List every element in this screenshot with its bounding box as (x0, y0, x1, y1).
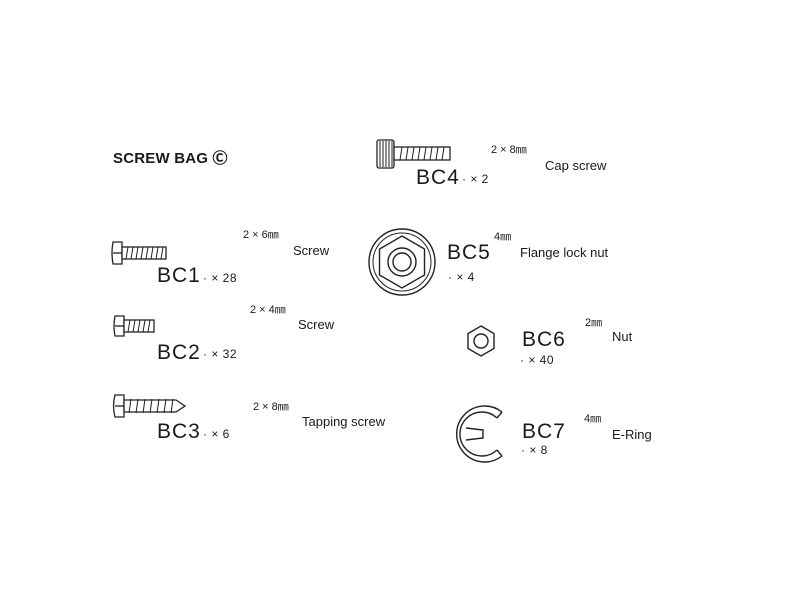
bc5-name: Flange lock nut (520, 245, 609, 260)
bc5-code: BC5 (447, 241, 491, 264)
bc1-name: Screw (293, 243, 330, 258)
flange-lock-nut-icon (368, 228, 436, 296)
bc6-name: Nut (612, 329, 633, 344)
bc4-size: 2 × 8㎜ (491, 144, 527, 156)
nut-icon (467, 325, 495, 357)
bc7-name: E-Ring (612, 427, 652, 442)
bc3-name: Tapping screw (302, 414, 386, 429)
bc1-code: BC1 (157, 264, 201, 287)
bc4-name: Cap screw (545, 158, 607, 173)
screw-6mm-icon (111, 241, 167, 265)
bc6-size: 2㎜ (585, 317, 603, 329)
bc2-size: 2 × 4㎜ (250, 304, 286, 316)
bc6-qty: · × 40 (520, 353, 555, 367)
bc7-code: BC7 (522, 420, 566, 443)
tapping-screw-icon (112, 394, 187, 418)
bc1-size: 2 × 6㎜ (243, 229, 279, 241)
bc3-qty: · × 6 (203, 427, 230, 441)
bc3-code: BC3 (157, 420, 201, 443)
bc5-qty: · × 4 (448, 270, 475, 284)
page-title: SCREW BAG Ⓒ (113, 150, 228, 167)
bc3-size: 2 × 8㎜ (253, 401, 289, 413)
bc7-size: 4㎜ (584, 413, 602, 425)
e-ring-icon (456, 405, 503, 463)
bc5-size: 4㎜ (494, 231, 512, 243)
screw-4mm-icon (113, 315, 155, 337)
bc6-code: BC6 (522, 328, 566, 351)
bc7-qty: · × 8 (521, 443, 548, 457)
bc2-name: Screw (298, 317, 335, 332)
bc1-qty: · × 28 (203, 271, 238, 285)
bc4-qty: · × 2 (462, 172, 489, 186)
bc2-qty: · × 32 (203, 347, 238, 361)
bc2-code: BC2 (157, 341, 201, 364)
cap-screw-icon (376, 139, 451, 169)
bc4-code: BC4 (416, 166, 460, 189)
